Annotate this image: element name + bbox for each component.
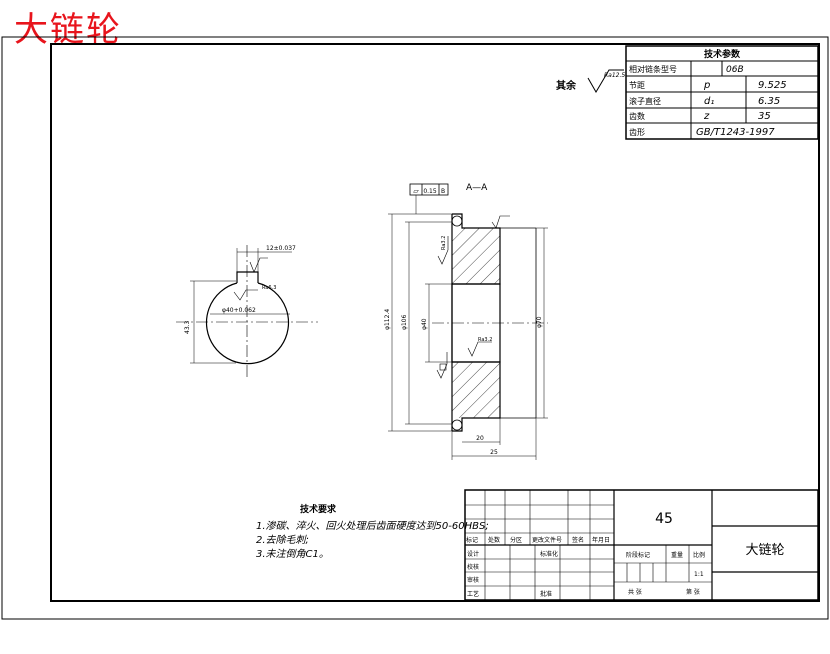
tb-left-label-1: 标准化 bbox=[540, 550, 558, 558]
outer-border bbox=[1, 36, 829, 620]
param-value-4: GB/T1243-1997 bbox=[696, 127, 775, 138]
requirements-title: 技术要求 bbox=[300, 503, 337, 515]
param-name-2: 滚子直径 bbox=[629, 96, 661, 106]
param-value-1: 9.525 bbox=[758, 80, 787, 91]
width-25-label: 25 bbox=[490, 449, 498, 456]
param-value-0: 06B bbox=[726, 65, 744, 75]
params-header: 技术参数 bbox=[704, 48, 741, 60]
ra-section-label-b: Ra3.2 bbox=[478, 337, 492, 343]
tb-row-label-0: 标记 bbox=[466, 536, 478, 544]
tb-left-label-0: 设计 bbox=[467, 550, 479, 558]
outer-dia-label: φ112.4 bbox=[384, 309, 391, 330]
bore-dia-label: φ40 bbox=[421, 318, 428, 330]
param-symbol-1: p bbox=[703, 80, 710, 91]
ra-front-label: Ra6.3 bbox=[262, 285, 276, 291]
flatness-frame: ▱ 0.15 B bbox=[409, 183, 449, 214]
surface-note-label: 其余 bbox=[556, 79, 577, 92]
param-symbol-2: d₁ bbox=[704, 96, 714, 107]
key-height-label: 43.3 bbox=[184, 320, 191, 334]
ra-section-label-a: Ra3.2 bbox=[441, 236, 447, 250]
param-name-3: 齿数 bbox=[629, 111, 645, 121]
tb-scale-value: 1:1 bbox=[694, 571, 704, 578]
bore-tol-label: φ40+0.062 bbox=[222, 307, 256, 314]
tb-row-label-5: 年月日 bbox=[592, 536, 610, 544]
surface-note-value: Ra12.5 bbox=[604, 72, 625, 79]
roughness-symbol-icon bbox=[587, 69, 624, 93]
tb-row-label-3: 更改文件号 bbox=[532, 536, 562, 544]
flatness-symbol: ▱ bbox=[413, 187, 419, 195]
flatness-value: 0.15 bbox=[423, 188, 437, 195]
tb-stage-label: 阶段标记 bbox=[626, 551, 650, 559]
tb-left-label-2: 校核 bbox=[467, 563, 479, 571]
params-table: 技术参数 相对链条型号 06B 节距 p 9.525 滚子直径 d₁ 6.35 … bbox=[625, 45, 819, 140]
width-20-label: 20 bbox=[476, 435, 484, 442]
requirement-item-1: 1.渗碳、淬火、回火处理后齿面硬度达到50-60HBS; bbox=[256, 520, 489, 532]
tb-row-label-1: 处数 bbox=[488, 536, 500, 544]
tb-scale-label: 比例 bbox=[693, 551, 705, 559]
title-block bbox=[464, 489, 819, 601]
flatness-datum: B bbox=[441, 188, 445, 195]
key-tolerance-label: 12±0.037 bbox=[266, 245, 296, 252]
param-name-1: 节距 bbox=[629, 81, 645, 90]
param-symbol-3: z bbox=[703, 111, 710, 122]
technical-requirements: 技术要求 1.渗碳、淬火、回火处理后齿面硬度达到50-60HBS; 2.去除毛刺… bbox=[256, 503, 489, 560]
tb-weight-label: 重量 bbox=[671, 551, 683, 559]
tb-row-label-4: 签名 bbox=[572, 536, 584, 544]
param-name-0: 相对链条型号 bbox=[629, 64, 677, 74]
tb-sheets-label: 共 张 bbox=[628, 588, 642, 596]
hub-dia-label: φ70 bbox=[536, 316, 543, 328]
section-label: A—A bbox=[466, 183, 488, 193]
surface-roughness-note: 其余 Ra12.5 bbox=[556, 69, 625, 93]
tb-sheet-label: 第 张 bbox=[686, 588, 700, 596]
tb-row-label-2: 分区 bbox=[510, 536, 522, 544]
root-dia-label: φ106 bbox=[401, 314, 408, 330]
param-value-2: 6.35 bbox=[758, 96, 780, 107]
part-name-label: 大链轮 bbox=[745, 543, 784, 558]
material-label: 45 bbox=[655, 511, 673, 527]
requirement-item-2: 2.去除毛刺; bbox=[256, 534, 309, 546]
tb-left-label-3: 审核 bbox=[467, 576, 479, 584]
inner-border bbox=[50, 43, 820, 602]
param-value-3: 35 bbox=[758, 111, 771, 122]
tb-left-label-4: 工艺 bbox=[467, 590, 479, 598]
param-name-4: 齿形 bbox=[629, 128, 645, 137]
section-view bbox=[388, 213, 548, 460]
front-view bbox=[176, 245, 318, 378]
requirement-item-3: 3.未注倒角C1。 bbox=[256, 548, 329, 560]
tb-left-label-5: 批准 bbox=[540, 590, 552, 598]
